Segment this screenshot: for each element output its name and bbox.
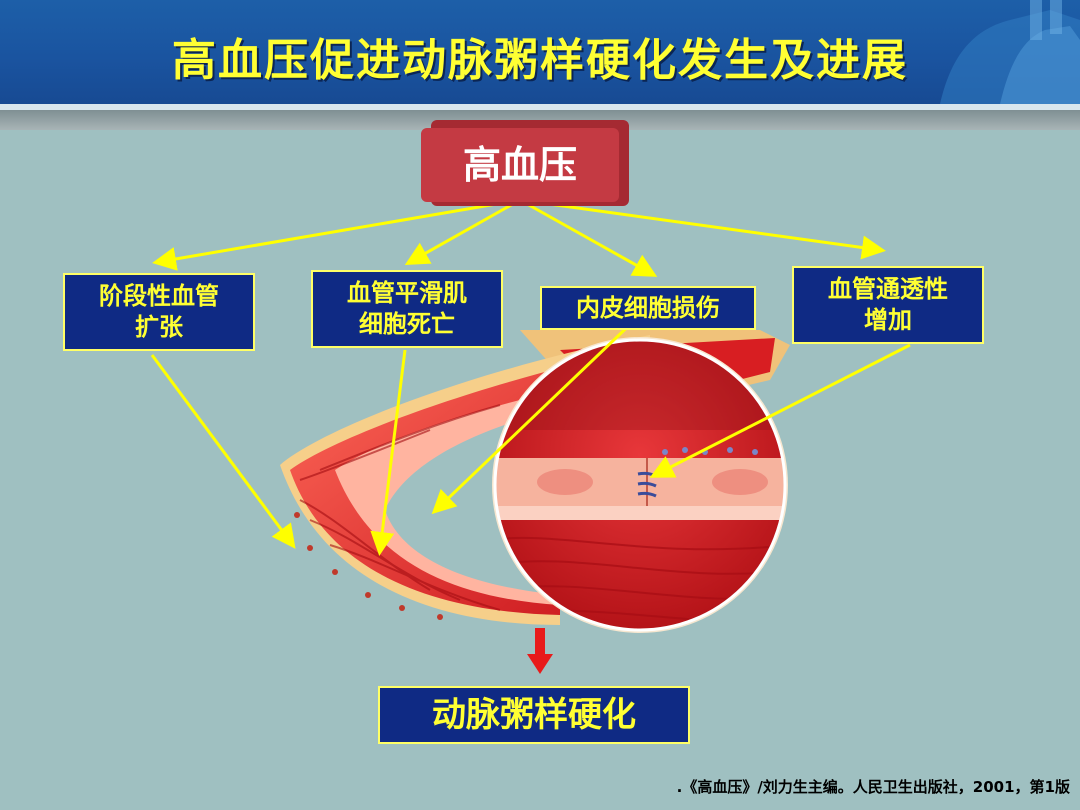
arrows-top-to-causes (152, 198, 886, 277)
heart-decoration-icon (940, 0, 1080, 104)
cause-box-4: 血管通透性 增加 (792, 266, 984, 344)
arrow-to-cause-1 (152, 198, 521, 271)
citation: .《高血压》/刘力生主编。人民卫生出版社，2001，第1版 (676, 778, 1070, 796)
arrow-to-cause-4 (519, 198, 886, 260)
hypertension-node: 高血压 (421, 128, 619, 202)
header-divider (0, 104, 1080, 110)
header-banner: 高血压促进动脉粥样硬化发生及进展 (0, 0, 1080, 104)
arrows-causes-to-artery (150, 313, 911, 556)
arrow-to-cause-2 (404, 198, 521, 265)
cause-box-1: 阶段性血管 扩张 (63, 273, 255, 351)
artery-illustration (280, 330, 790, 633)
header-shadow-bar (0, 110, 1080, 130)
page-title: 高血压促进动脉粥样硬化发生及进展 (172, 35, 908, 86)
arrow-from-cause-4 (649, 343, 911, 478)
arrow-from-cause-2 (370, 349, 407, 556)
result-box: 动脉粥样硬化 (378, 686, 690, 744)
down-arrow-icon (527, 628, 553, 674)
cause-box-3: 内皮细胞损伤 (540, 286, 756, 330)
arrow-to-cause-3 (519, 198, 658, 277)
arrow-from-cause-3 (431, 313, 642, 515)
cause-box-2: 血管平滑肌 细胞死亡 (311, 270, 503, 348)
arrow-from-cause-1 (150, 354, 296, 549)
